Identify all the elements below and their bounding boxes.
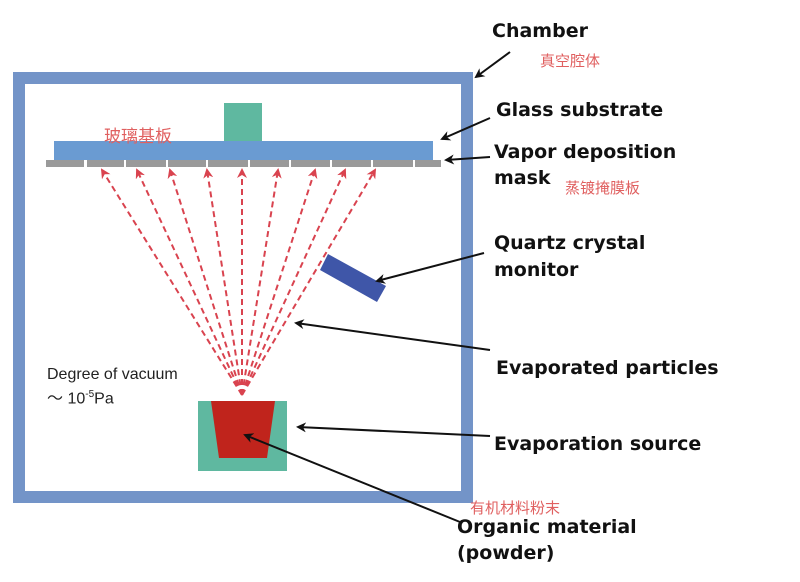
particle-ray <box>241 168 318 396</box>
deposition-mask <box>46 160 441 167</box>
evaporated-particles <box>100 168 377 396</box>
mask-segment <box>373 160 413 167</box>
glass-substrate <box>54 141 433 160</box>
mask-segment <box>208 160 248 167</box>
chamber-arrow <box>474 51 511 79</box>
mask-arrow <box>444 154 491 165</box>
particle-ray <box>203 168 243 396</box>
particle-ray <box>100 168 243 396</box>
label-mask-cn: 蒸镀掩膜板 <box>565 179 641 197</box>
mask-segment <box>46 160 84 167</box>
label-mask-line1: Vapor deposition <box>494 141 677 163</box>
label-glass-substrate: Glass substrate <box>496 99 664 121</box>
vacuum-line2: ～ 10-5Pa <box>47 385 178 409</box>
mask-segment <box>87 160 124 167</box>
particle-ray <box>167 168 243 396</box>
vacuum-exponent: -5 <box>85 389 95 400</box>
label-glass-substrate-cn: 玻璃基板 <box>104 127 172 147</box>
mask-segment <box>291 160 330 167</box>
particle-ray <box>241 168 347 396</box>
label-quartz-line1: Quartz crystal <box>494 232 646 254</box>
label-chamber-cn: 真空腔体 <box>540 52 601 70</box>
vacuum-unit: Pa <box>94 390 114 408</box>
quartz-crystal-monitor <box>320 254 386 302</box>
label-evaporated-particles: Evaporated particles <box>496 357 719 379</box>
mask-segment <box>250 160 289 167</box>
particles-arrow <box>294 319 491 351</box>
substrate-holder <box>224 103 262 141</box>
vacuum-line1: Degree of vacuum <box>47 366 178 383</box>
label-quartz-line2: monitor <box>494 259 579 281</box>
vacuum-prefix: ～ 10 <box>47 390 86 408</box>
vacuum-note: Degree of vacuum ～ 10-5Pa <box>47 365 178 409</box>
chamber-wall <box>13 72 473 503</box>
mask-segment <box>168 160 206 167</box>
label-organic-line2: (powder) <box>457 542 555 564</box>
material-arrow <box>243 433 461 523</box>
source-arrow <box>296 422 491 437</box>
organic-material <box>211 401 275 458</box>
mask-segment <box>126 160 166 167</box>
particle-ray <box>241 168 282 396</box>
particle-ray <box>135 168 243 396</box>
label-organic-cn: 有机材料粉末 <box>470 499 561 517</box>
label-mask-line2: mask <box>494 167 551 189</box>
label-evaporation-source: Evaporation source <box>494 433 702 455</box>
label-organic-line1: Organic material <box>457 516 637 538</box>
substrate-arrow <box>440 117 491 141</box>
mask-segment <box>332 160 371 167</box>
particle-ray <box>241 168 377 396</box>
monitor-arrow <box>375 252 485 284</box>
mask-segment <box>415 160 441 167</box>
label-chamber: Chamber <box>492 20 588 42</box>
